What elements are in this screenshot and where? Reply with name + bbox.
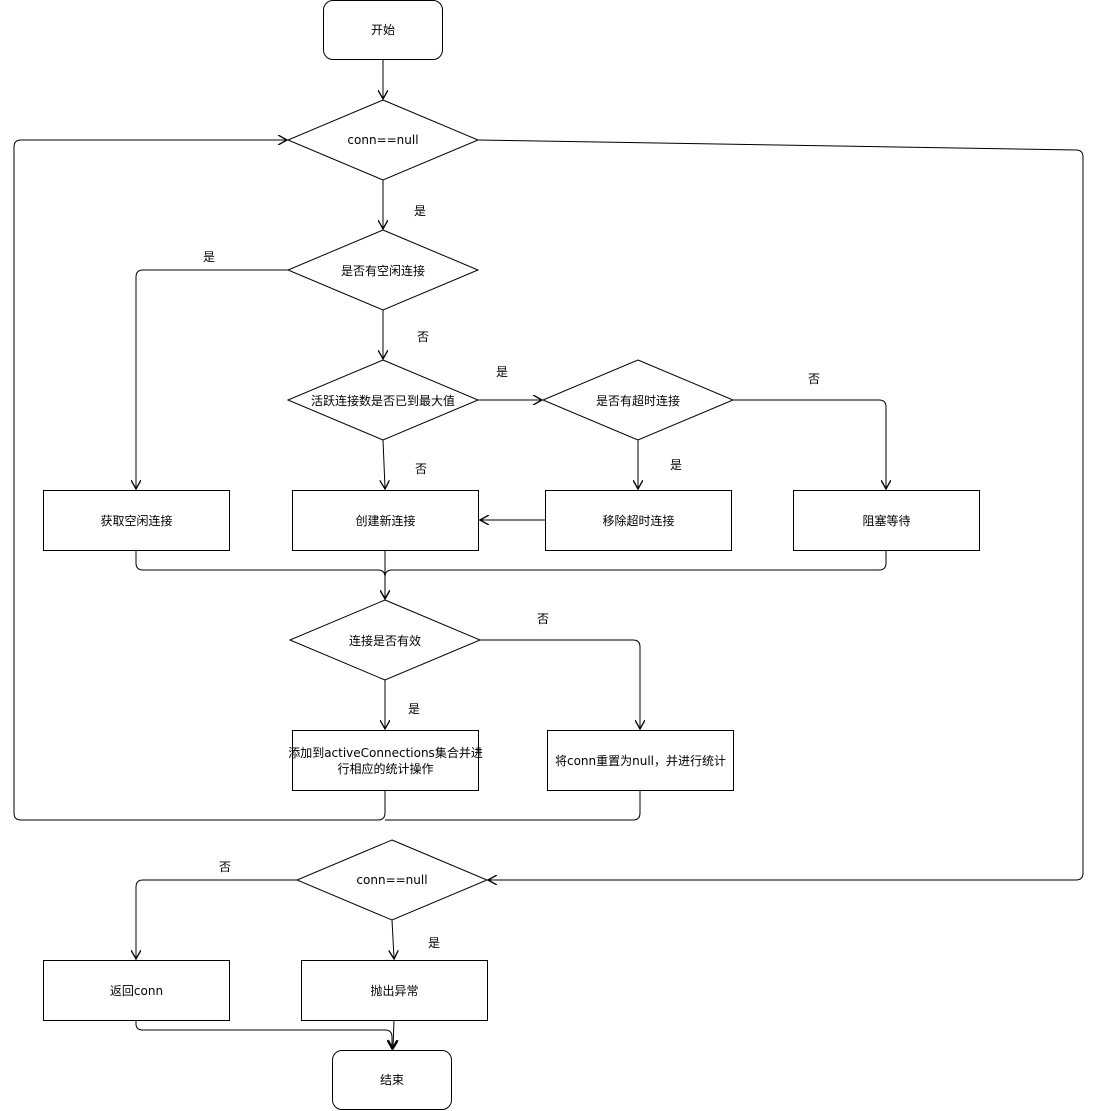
- edge-label-no-max: 否: [415, 462, 428, 476]
- block-wait-label: 阻塞等待: [862, 513, 911, 528]
- decision-conn-null-1: conn==null: [288, 120, 478, 160]
- block-wait-box: 阻塞等待: [793, 490, 980, 551]
- add-active-label-line2: 行相应的统计操作: [337, 761, 434, 776]
- decision-conn-valid: 连接是否有效: [290, 620, 480, 660]
- reset-conn-label: 将conn重置为null，并进行统计: [554, 753, 727, 768]
- edge-label-yes-valid: 是: [408, 702, 421, 716]
- decision-conn-null-1-label: conn==null: [347, 133, 419, 147]
- end-label: 结束: [379, 1073, 404, 1087]
- return-conn-box: 返回conn: [43, 960, 230, 1021]
- start-label: 开始: [370, 23, 395, 37]
- decision-has-timeout: 是否有超时连接: [543, 380, 733, 420]
- reset-conn-box: 将conn重置为null，并进行统计: [547, 730, 734, 791]
- edge-label-no-conn2: 否: [219, 860, 232, 874]
- edge-label-yes-conn2: 是: [428, 936, 441, 950]
- create-new-box: 创建新连接: [292, 490, 479, 551]
- add-active-label-line1: 添加到activeConnections集合并进: [288, 745, 483, 760]
- return-conn-label: 返回conn: [109, 983, 164, 998]
- edge-label-no-valid: 否: [537, 612, 550, 626]
- start-node: 开始: [323, 0, 443, 60]
- decision-conn-null-2-label: conn==null: [356, 873, 428, 887]
- decision-active-max-label: 活跃连接数是否已到最大值: [310, 393, 455, 408]
- decision-has-idle: 是否有空闲连接: [288, 250, 478, 290]
- get-idle-label: 获取空闲连接: [100, 513, 173, 528]
- edge-label-yes-max: 是: [496, 365, 509, 379]
- get-idle-box: 获取空闲连接: [43, 490, 230, 551]
- decision-conn-valid-label: 连接是否有效: [348, 633, 421, 648]
- throw-exception-label: 抛出异常: [370, 983, 419, 998]
- decision-has-idle-label: 是否有空闲连接: [340, 263, 425, 278]
- end-node: 结束: [332, 1050, 452, 1110]
- decision-conn-null-2: conn==null: [297, 860, 487, 900]
- edge-label-yes-conn1: 是: [414, 204, 427, 218]
- create-new-label: 创建新连接: [355, 513, 416, 528]
- remove-timeout-label: 移除超时连接: [602, 513, 675, 528]
- edge-label-yes-idle: 是: [203, 250, 216, 264]
- decision-has-timeout-label: 是否有超时连接: [595, 393, 680, 408]
- edge-label-no-timeout: 否: [808, 372, 821, 386]
- edge-label-no-idle: 否: [417, 330, 430, 344]
- decision-active-max: 活跃连接数是否已到最大值: [288, 380, 478, 420]
- add-active-box: 添加到activeConnections集合并进 行相应的统计操作: [288, 730, 483, 791]
- remove-timeout-box: 移除超时连接: [545, 490, 732, 551]
- edge-label-yes-timeout: 是: [670, 458, 683, 472]
- throw-exception-box: 抛出异常: [301, 960, 488, 1021]
